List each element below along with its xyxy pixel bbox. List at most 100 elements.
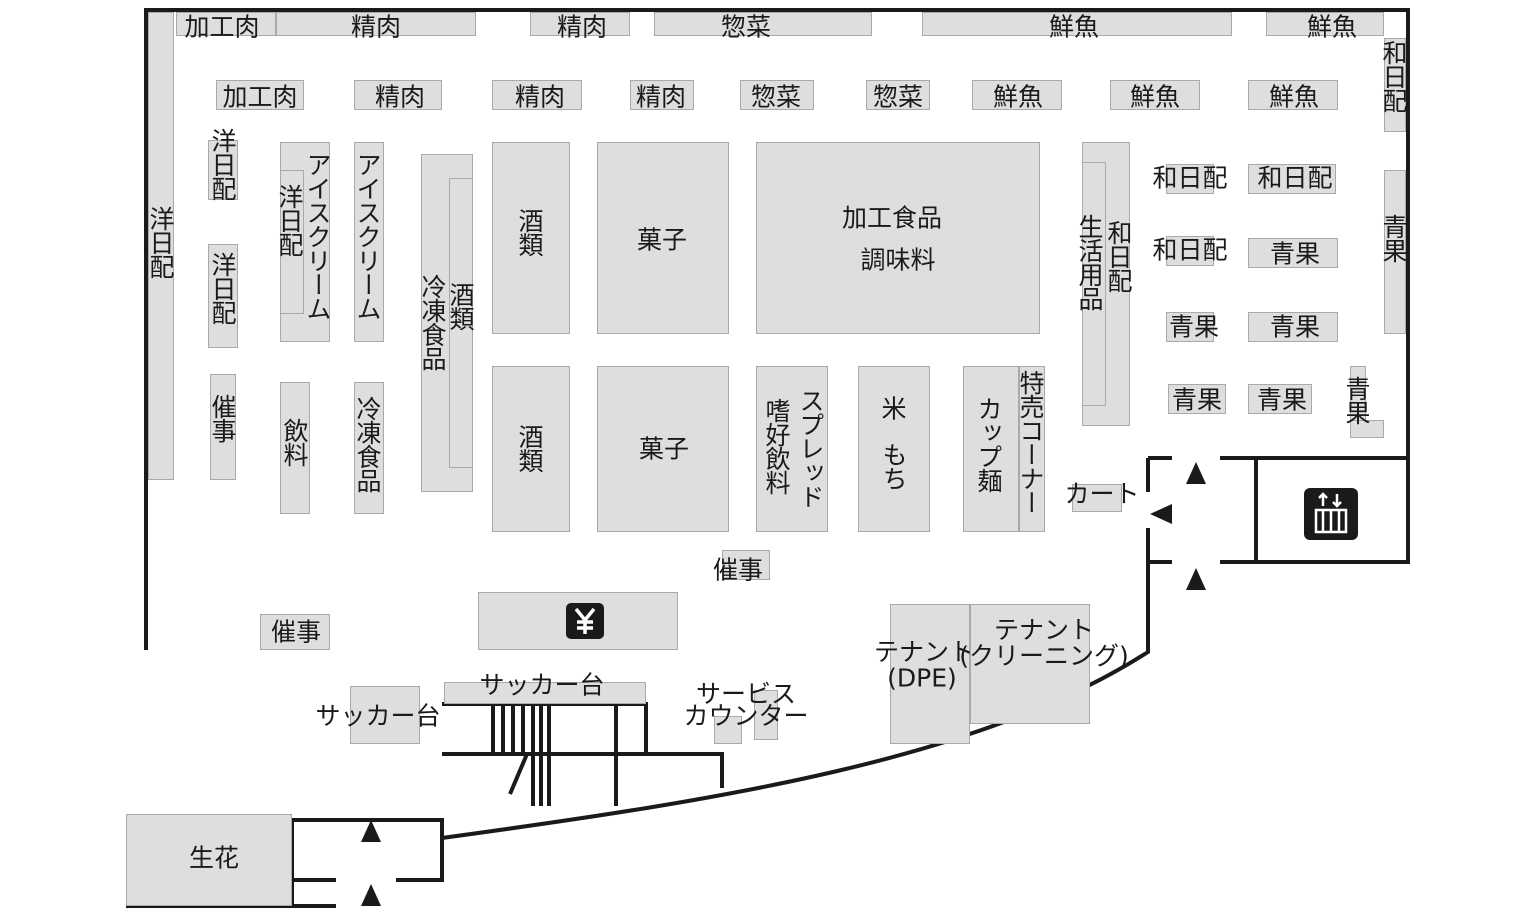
shelf-produce1 [1248, 238, 1338, 268]
shelf-western-daily1 [208, 140, 238, 200]
label-luxury-drinks: 嗜好飲料 [762, 398, 791, 494]
label-icecream1: アイスクリーム [303, 152, 332, 320]
label-western-daily2: 洋日配 [208, 252, 237, 324]
label-row-processed-meat: 加工肉 [222, 82, 298, 112]
label-japanese-daily2: 和日配 [1257, 163, 1333, 193]
label-daily-goods: 生活用品 [1075, 214, 1104, 310]
shelf-processed-food [756, 142, 1040, 334]
yen-icon [566, 603, 604, 639]
label-seasoning: 調味料 [860, 245, 936, 275]
shelf-produce3 [1248, 312, 1338, 342]
shelf-liquor-vertical [449, 178, 473, 468]
shelf-produce5 [1248, 384, 1312, 414]
flower-shop [126, 814, 292, 906]
shelf-top-deli [654, 12, 872, 36]
shelf-row-meat1 [354, 80, 442, 110]
label-top-processed-meat: 加工肉 [184, 12, 260, 42]
label-produce5: 青果 [1256, 385, 1308, 415]
sacker-table1 [444, 682, 646, 704]
shelf-event2 [722, 550, 770, 580]
label-icecream2: アイスクリーム [353, 152, 382, 320]
shelf-icecream2 [354, 142, 384, 342]
shelf-drinks [280, 382, 310, 514]
label-sweets1: 菓子 [636, 225, 688, 255]
label-japanese-daily1: 和日配 [1152, 163, 1228, 193]
shelf-top-fish2 [1266, 12, 1384, 36]
arrow-icon [361, 820, 381, 842]
label-top-fish1: 鮮魚 [1048, 12, 1100, 42]
label-frozen-food2: 冷凍食品 [353, 396, 382, 492]
label-row-deli1: 惣菜 [750, 82, 802, 112]
label-top-deli: 惣菜 [720, 12, 772, 42]
label-liquor1: 酒類 [515, 208, 544, 256]
elevator-icon [1304, 488, 1358, 540]
label-row-meat3: 精肉 [635, 82, 687, 112]
label-event3: 催事 [270, 617, 322, 647]
label-wall-japanese-daily: 和日配 [1379, 40, 1408, 112]
shelf-sweets1 [597, 142, 729, 334]
label-top-meat1: 精肉 [350, 12, 402, 42]
shelf-cup-noodles [963, 366, 1019, 532]
label-row-deli2: 惣菜 [872, 82, 924, 112]
label-produce2: 青果 [1168, 312, 1220, 342]
label-spread: スプレッド [796, 388, 825, 508]
shelf-top-fish1 [922, 12, 1232, 36]
label-japanese-daily-vertical: 和日配 [1104, 220, 1133, 292]
label-event1: 催事 [208, 394, 237, 442]
label-liquor2: 酒類 [515, 424, 544, 472]
label-western-daily3: 洋日配 [275, 184, 304, 256]
shelf-event3 [260, 614, 330, 650]
label-tenant-dpe-line1: テナント [873, 637, 975, 667]
label-drinks: 飲料 [280, 418, 309, 466]
label-produce3: 青果 [1269, 312, 1321, 342]
label-sweets2: 菓子 [638, 434, 690, 464]
shelf-top-meat2 [530, 12, 630, 36]
tenant-cleaning [970, 604, 1090, 724]
label-produce4: 青果 [1171, 385, 1223, 415]
shelf-wall-japanese-daily [1384, 38, 1406, 132]
label-tenant-cleaning-line2: (クリーニング) [959, 641, 1129, 671]
label-produce6: 青果 [1342, 376, 1371, 424]
label-row-meat2: 精肉 [514, 82, 566, 112]
shelf-frozen-food2 [354, 382, 384, 514]
label-row-fish1: 鮮魚 [992, 82, 1044, 112]
shelf-event1 [210, 374, 236, 480]
shelf-japanese-daily2 [1248, 164, 1336, 194]
shelf-liquor1 [492, 142, 570, 334]
shelf-western-daily2 [208, 244, 238, 348]
shelf-produce4 [1168, 384, 1226, 414]
arrow-icon [361, 884, 381, 906]
label-tenant-dpe-line2: (DPE) [887, 663, 957, 693]
shelf-wall-western-daily [148, 12, 174, 480]
label-liquor-vertical: 酒類 [446, 282, 475, 330]
shelf-row-fish2 [1110, 80, 1200, 110]
shelf-special-corner [1019, 366, 1045, 532]
shelf-japanese-daily3 [1166, 236, 1214, 266]
service-counter-a [714, 716, 742, 744]
label-produce1: 青果 [1269, 239, 1321, 269]
label-sacker-table2: サッカー台 [315, 701, 441, 731]
tenant-dpe [890, 604, 970, 744]
label-japanese-daily3: 和日配 [1152, 235, 1228, 265]
shelf-spread [756, 366, 828, 532]
label-row-fish3: 鮮魚 [1268, 82, 1320, 112]
shelf-rice [858, 366, 930, 532]
label-rice: 米 [881, 394, 907, 424]
label-event2: 催事 [712, 555, 764, 585]
label-service-counter-line2: カウンター [683, 701, 809, 731]
arrow-icon [1186, 568, 1206, 590]
shelf-produce-vertical [1384, 170, 1406, 334]
shelf-top-processed-meat [176, 12, 276, 36]
label-sacker-table1: サッカー台 [479, 670, 605, 700]
shelf-row-deli1 [740, 80, 814, 110]
arrow-icon [1186, 462, 1206, 484]
shelf-western-daily3 [280, 170, 304, 314]
label-special-corner: 特売コーナー [1016, 370, 1045, 514]
label-top-meat2: 精肉 [556, 12, 608, 42]
label-processed-food: 加工食品 [841, 203, 943, 233]
label-row-fish2: 鮮魚 [1129, 82, 1181, 112]
shelf-cart [1072, 484, 1122, 512]
arrow-icon [1150, 504, 1172, 524]
